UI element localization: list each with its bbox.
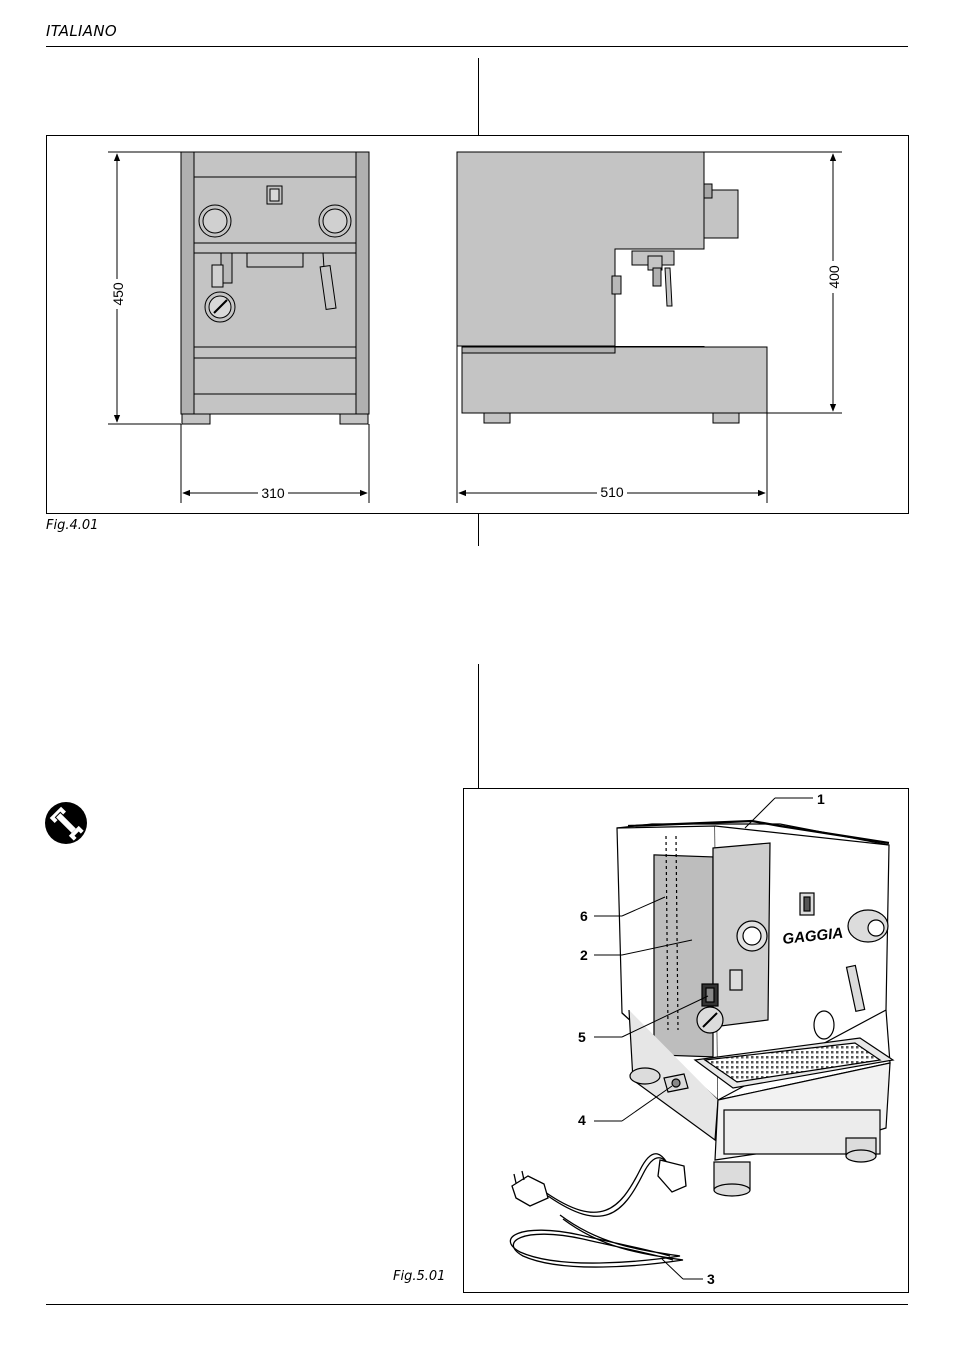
front-view-machine bbox=[180, 151, 370, 425]
side-view-machine bbox=[456, 151, 768, 424]
figure-5-01: GAGGIA 1 2 3 bbox=[45, 788, 909, 1293]
wrench-icon bbox=[45, 802, 87, 844]
figure-frame bbox=[46, 135, 909, 514]
footer-rule bbox=[46, 1304, 908, 1305]
machine-perspective bbox=[616, 819, 895, 1197]
dimension-height-side: 400 bbox=[826, 265, 842, 289]
callout-2: 2 bbox=[580, 947, 588, 963]
callout-3: 3 bbox=[707, 1271, 715, 1287]
callout-leaders bbox=[594, 797, 813, 1280]
callout-6: 6 bbox=[580, 908, 588, 924]
callout-5: 5 bbox=[578, 1029, 586, 1045]
callout-4: 4 bbox=[578, 1112, 586, 1128]
dimension-height-front: 450 bbox=[110, 282, 126, 306]
column-divider-top bbox=[478, 58, 479, 135]
figure-caption-5-01: Fig.5.01 bbox=[393, 1269, 446, 1284]
callout-1: 1 bbox=[817, 791, 825, 807]
header-language: ITALIANO bbox=[46, 22, 117, 40]
figure-frame bbox=[463, 788, 909, 1293]
dimension-width-front: 310 bbox=[261, 485, 285, 501]
figure-4-01: 450 400 310 510 bbox=[46, 135, 909, 514]
column-divider-mid bbox=[478, 514, 479, 546]
header-rule bbox=[46, 46, 908, 47]
power-cord bbox=[509, 1153, 687, 1268]
brand-logo: GAGGIA bbox=[782, 925, 844, 948]
figure-caption-4-01: Fig.4.01 bbox=[46, 518, 99, 533]
column-divider-bottom bbox=[478, 664, 479, 788]
dimension-depth-side: 510 bbox=[600, 484, 624, 500]
